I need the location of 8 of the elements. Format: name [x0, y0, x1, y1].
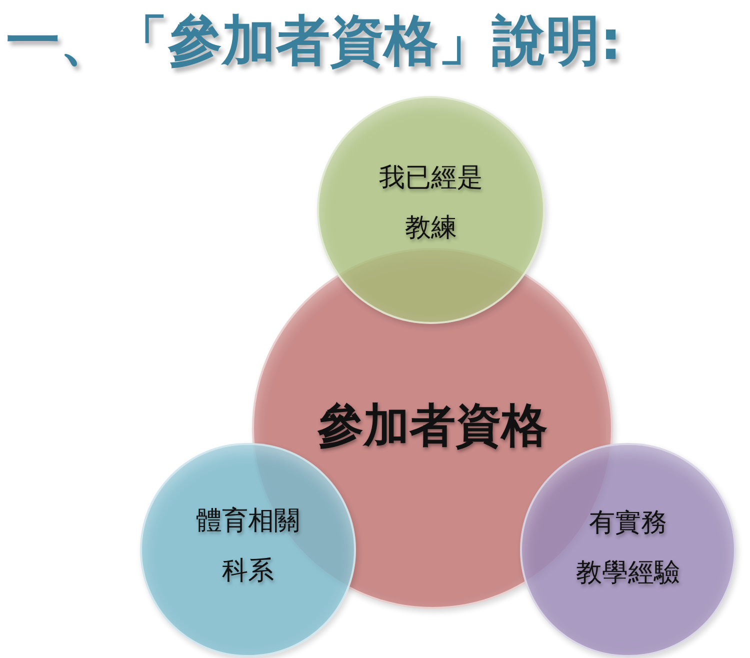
circle-label: 教學經驗	[576, 560, 680, 586]
page-title: 一、「參加者資格」說明:	[6, 14, 622, 68]
circle-label: 體育相關	[196, 508, 300, 534]
circle-label: 參加者資格	[318, 402, 548, 448]
circle-label: 科系	[222, 558, 274, 584]
circle-label: 我已經是	[379, 165, 483, 191]
circle-label: 有實務	[589, 510, 667, 536]
circle-label: 教練	[405, 215, 457, 241]
